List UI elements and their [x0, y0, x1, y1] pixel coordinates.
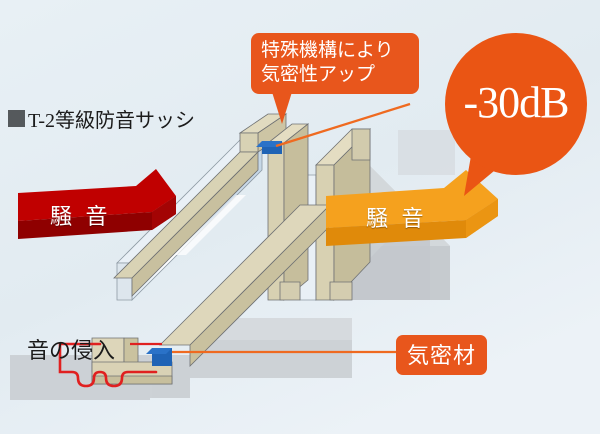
arrow-outgoing-noise: [326, 170, 498, 246]
outgoing-noise-label: 騒 音: [366, 206, 428, 231]
callout-line-2: 気密性アップ: [261, 64, 376, 85]
square-bullet-icon: [8, 110, 25, 127]
sill-frame: [91, 204, 353, 385]
airtightness-callout: 特殊機構により 気密性アップ: [251, 33, 419, 94]
reduction-badge-value: -30dB: [463, 78, 570, 127]
outer-sash-frame: [113, 113, 288, 297]
airtight-seal-sill: [146, 348, 172, 366]
section-title-text: T-2等級防音サッシ: [28, 110, 196, 132]
sound-entry-label: 音の侵入: [27, 338, 116, 363]
section-title: T-2等級防音サッシ: [8, 104, 195, 133]
reduction-badge: -30dB: [445, 33, 587, 175]
sound-path-line: [58, 342, 158, 388]
arrow-incoming-noise: [18, 169, 176, 239]
callout-line-1: 特殊機構により: [261, 40, 394, 61]
incoming-noise-label: 騒 音: [50, 204, 112, 229]
airtight-material-label: 気密材: [396, 335, 488, 375]
callout-tail: [272, 92, 411, 148]
airtight-material-text: 気密材: [407, 343, 477, 368]
airtight-seal-head: [256, 141, 282, 154]
